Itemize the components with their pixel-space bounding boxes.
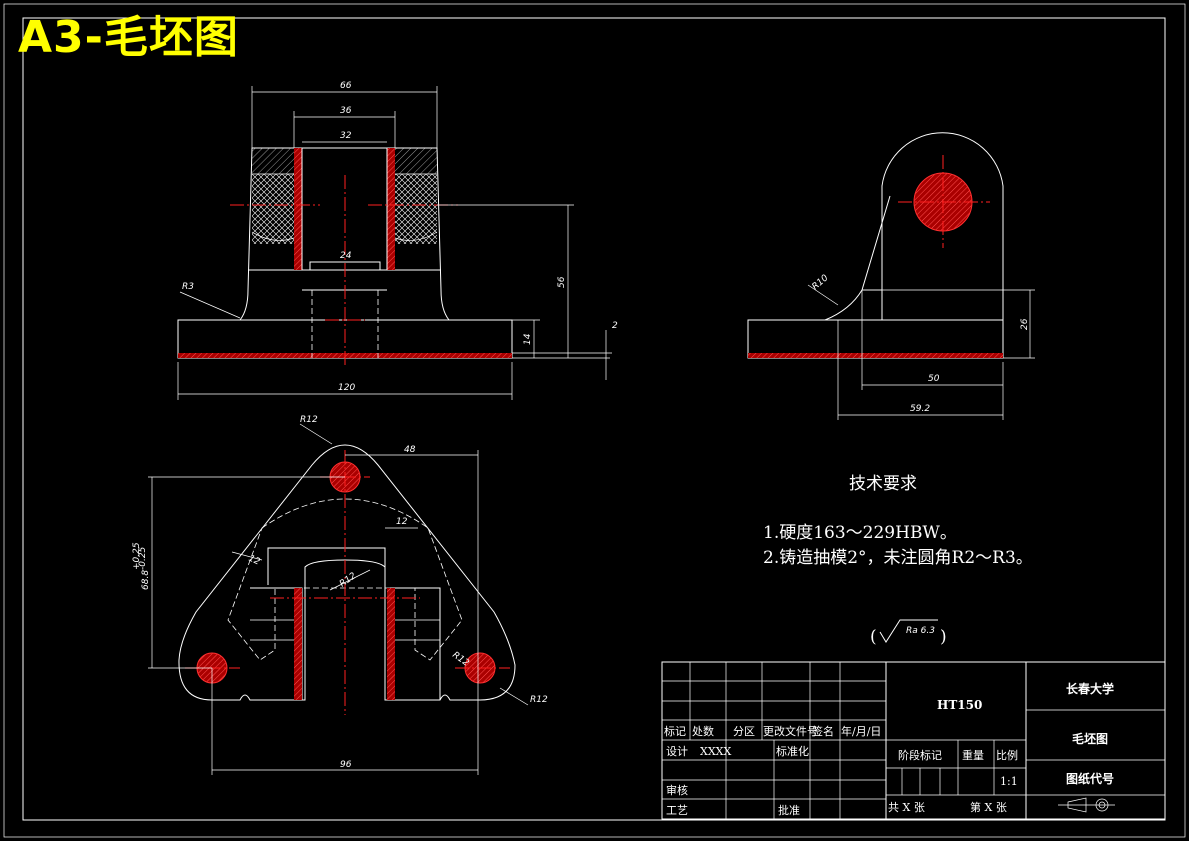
tb-hdr-5: 年/月/日 xyxy=(841,724,881,738)
svg-text:): ) xyxy=(940,627,947,647)
tb-review: 审核 xyxy=(666,783,688,797)
dim-2: 2 xyxy=(612,321,618,331)
tb-university: 长春大学 xyxy=(1066,681,1114,696)
tb-total-sheets: 共 X 张 xyxy=(888,801,925,814)
tb-hdr-1: 处数 xyxy=(692,725,714,738)
svg-text:(: ( xyxy=(870,627,877,647)
tb-hdr-2: 分区 xyxy=(733,725,755,738)
tech-req-line1: 1.硬度163～229HBW。 xyxy=(763,523,957,543)
tb-designer: XXXX xyxy=(700,745,731,758)
tb-scale-label: 比例 xyxy=(996,748,1018,762)
tb-sheet-no: 第 X 张 xyxy=(970,800,1007,814)
tb-standard: 标准化 xyxy=(776,744,809,758)
dim-r12-top: R12 xyxy=(300,415,318,425)
dim-12-left: 12 xyxy=(247,554,262,568)
tb-weight: 重量 xyxy=(962,748,984,762)
tb-hdr-4: 签名 xyxy=(812,724,834,738)
tb-scale: 1:1 xyxy=(1000,775,1018,788)
tb-material: HT150 xyxy=(937,698,982,712)
dim-24: 24 xyxy=(340,251,352,261)
dim-48: 48 xyxy=(404,445,416,455)
tech-req-title: 技术要求 xyxy=(849,474,917,494)
title-block xyxy=(661,661,1166,820)
dim-r12-corner: R12 xyxy=(530,695,548,705)
tb-stage: 阶段标记 xyxy=(898,748,942,762)
top-view xyxy=(148,423,529,775)
tech-req-line2: 2.铸造抽模2°，未注圆角R2～R3。 xyxy=(763,548,1033,568)
dim-68-tol-up: +0.25 xyxy=(132,542,142,570)
inner-frame xyxy=(22,17,1166,821)
dim-r10: R10 xyxy=(811,273,831,292)
front-view xyxy=(177,86,612,400)
svg-text:Ra 6.3: Ra 6.3 xyxy=(906,626,935,636)
tb-design: 设计 xyxy=(666,745,688,758)
side-view xyxy=(747,132,1035,420)
dim-12-right: 12 xyxy=(396,517,408,527)
dim-68-8: 68.8 xyxy=(141,570,151,590)
tb-hdr-0: 标记 xyxy=(664,724,686,738)
dim-32: 32 xyxy=(340,131,352,141)
dim-14: 14 xyxy=(523,333,533,345)
dim-68-tol-dn: -0.25 xyxy=(138,546,148,570)
dim-r3: R3 xyxy=(182,282,194,292)
dim-96: 96 xyxy=(340,760,352,770)
dim-59-2: 59.2 xyxy=(910,404,930,414)
tb-drawing-name: 毛坯图 xyxy=(1072,731,1108,746)
sheet-title: A3-毛坯图 xyxy=(18,12,239,63)
dim-50: 50 xyxy=(928,374,940,384)
outer-border xyxy=(3,3,1186,838)
roughness-symbol: ( Ra 6.3 ) xyxy=(870,619,947,647)
dim-26: 26 xyxy=(1020,318,1030,330)
dim-r12-inner: R12 xyxy=(338,571,358,590)
dim-56: 56 xyxy=(557,276,567,288)
dim-36: 36 xyxy=(340,106,352,116)
tb-process: 工艺 xyxy=(666,804,688,817)
tb-approve: 批准 xyxy=(778,803,800,817)
dim-66: 66 xyxy=(340,81,352,91)
tb-drawing-code: 图纸代号 xyxy=(1066,771,1114,786)
tb-hdr-3: 更改文件号 xyxy=(763,724,818,738)
dim-120: 120 xyxy=(338,383,355,393)
